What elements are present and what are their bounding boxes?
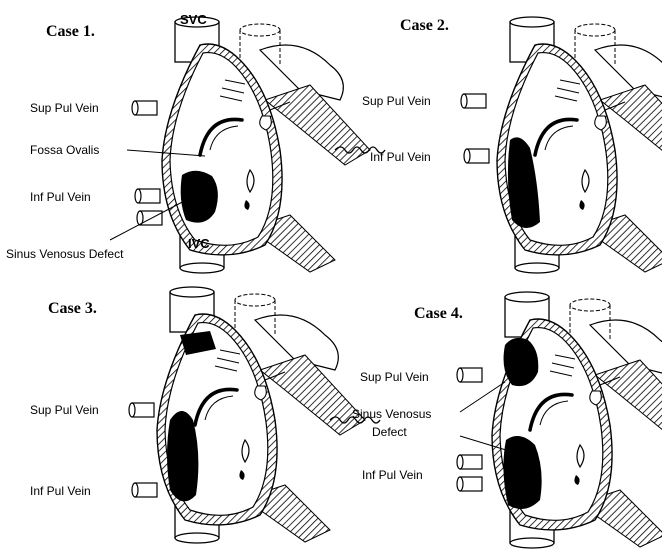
inf-pul-vein-label: Inf Pul Vein bbox=[362, 468, 423, 482]
panel-case-2: Case 2. Sup Pul Vein Inf Pul Vein bbox=[362, 17, 662, 273]
defect-shape bbox=[167, 411, 198, 501]
defect-label-line-2: Defect bbox=[372, 425, 407, 439]
defect-label-line-1: Sinus Venosus bbox=[352, 407, 431, 421]
panel-case-4: Case 4. Sup Pul Vein Sinus Venosus Defec… bbox=[352, 292, 662, 548]
sup-pul-vein-label: Sup Pul Vein bbox=[362, 94, 431, 108]
defect-shape bbox=[181, 171, 218, 223]
inf-pul-vein-label: Inf Pul Vein bbox=[30, 190, 91, 204]
inf-pul-vein-label: Inf Pul Vein bbox=[30, 484, 91, 498]
ivc-label: IVC bbox=[188, 236, 210, 251]
sup-pul-vein-label: Sup Pul Vein bbox=[30, 101, 99, 115]
svc-label: SVC bbox=[180, 12, 207, 27]
case-1-title: Case 1. bbox=[46, 23, 95, 40]
sup-pul-vein-label: Sup Pul Vein bbox=[30, 403, 99, 417]
panel-case-1: Case 1. SVC IVC Sup Pul Vein Fossa Ovali… bbox=[6, 12, 385, 273]
sup-pul-vein-label: Sup Pul Vein bbox=[360, 370, 429, 384]
defect-label: Sinus Venosus Defect bbox=[6, 247, 124, 261]
case-2-title: Case 2. bbox=[400, 17, 449, 34]
case-4-title: Case 4. bbox=[414, 305, 463, 322]
inf-pul-vein-label: Inf Pul Vein bbox=[370, 150, 431, 164]
case-3-title: Case 3. bbox=[48, 300, 97, 317]
fossa-ovalis-label: Fossa Ovalis bbox=[30, 143, 99, 157]
panel-case-3: Case 3. Sup Pul Vein Inf Pul Vein bbox=[30, 287, 380, 543]
